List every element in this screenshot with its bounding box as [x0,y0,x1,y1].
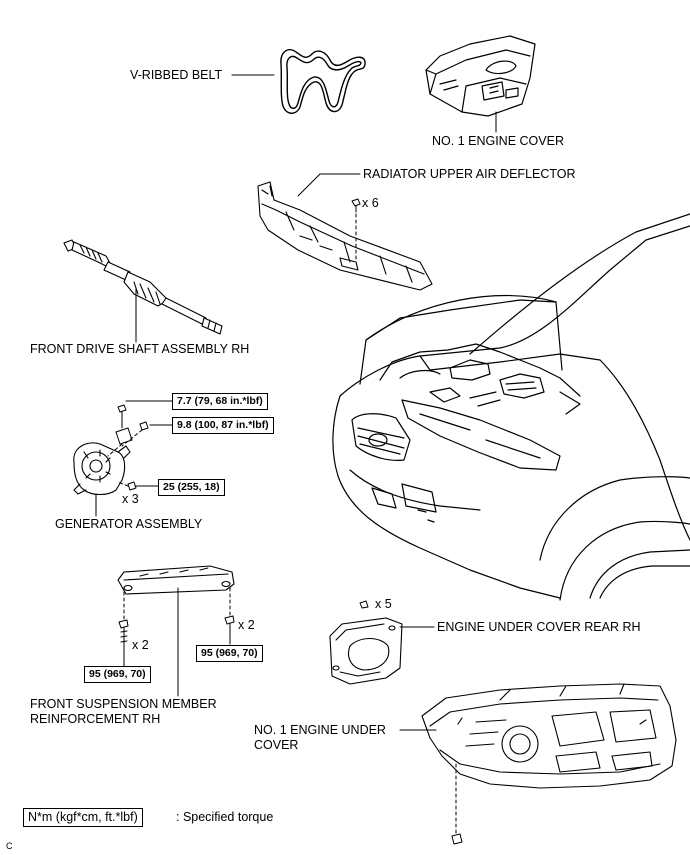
drive-shaft-icon [63,239,223,335]
air-deflector-icon [257,181,433,291]
generator-bolt-lower-icon [117,481,151,491]
v-ribbed-belt-icon [280,48,366,114]
suspension-member-icon [117,565,235,595]
generator-terminal-nut-icon [121,421,149,447]
generator-bolt-upper-icon [107,404,133,457]
label-v-ribbed-belt: V-RIBBED BELT [130,68,223,82]
qty-generator-bolts: x 3 [122,492,139,506]
torque-member-right: 95 (969, 70) [196,645,263,662]
label-no1-engine-under-cover-line2: COVER [254,738,299,752]
under-cover-clip-icon [451,833,463,845]
engine-under-cover-icon [421,683,677,789]
legend-torque-box: N*m (kgf*cm, ft.*lbf) [23,808,143,827]
qty-rear-cover-clips: x 5 [375,597,392,611]
qty-member-bolts-left: x 2 [132,638,149,652]
label-generator-assembly: GENERATOR ASSEMBLY [55,517,203,531]
generator-icon [73,442,131,496]
legend-torque-text: : Specified torque [176,810,274,824]
torque-generator-lower: 25 (255, 18) [158,479,225,496]
label-front-drive-shaft: FRONT DRIVE SHAFT ASSEMBLY RH [30,342,250,356]
label-front-suspension-member-line2: REINFORCEMENT RH [30,712,161,726]
torque-member-left: 95 (969, 70) [84,666,151,683]
torque-generator-terminal: 9.8 (100, 87 in.*lbf) [172,417,274,434]
member-bolt-left-icon [118,619,129,667]
label-front-suspension-member-line1: FRONT SUSPENSION MEMBER [30,697,217,711]
qty-deflector-clips: x 6 [362,196,379,210]
leader-air-deflector [297,173,361,197]
qty-member-bolts-right: x 2 [238,618,255,632]
rear-cover-clip-icon [359,600,369,609]
label-no1-engine-under-cover-line1: NO. 1 ENGINE UNDER [254,723,386,737]
figure-code: C [6,841,13,851]
label-radiator-upper-air-deflector: RADIATOR UPPER AIR DEFLECTOR [363,167,576,181]
label-engine-under-cover-rear: ENGINE UNDER COVER REAR RH [437,620,641,634]
car-front-icon [332,213,690,601]
rear-under-cover-icon [329,617,403,685]
member-bolt-right-icon [224,615,235,645]
label-no1-engine-cover: NO. 1 ENGINE COVER [432,134,564,148]
deflector-clip-icon [351,198,361,213]
engine-cover-icon [425,35,536,117]
torque-generator-upper: 7.7 (79, 68 in.*lbf) [172,393,268,410]
